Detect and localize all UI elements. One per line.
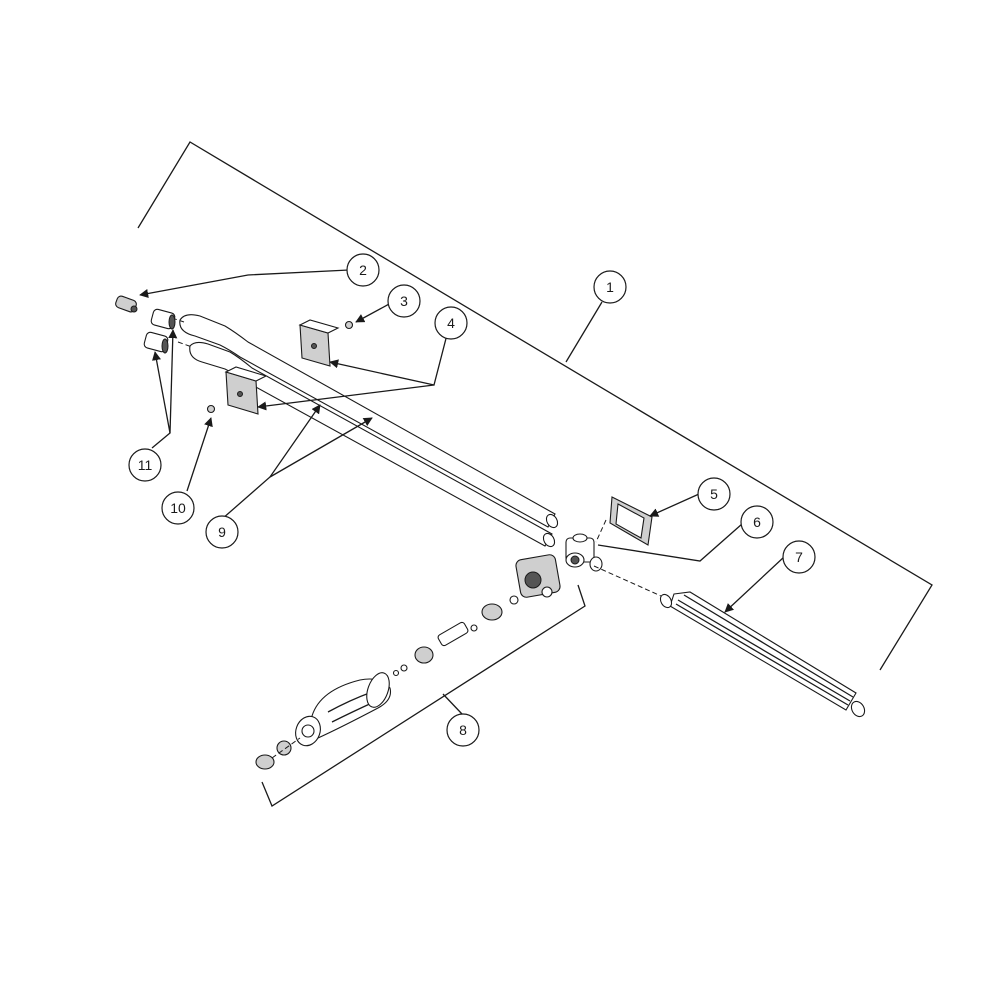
- callout-number: 1: [606, 279, 614, 295]
- callout-number: 2: [359, 262, 367, 278]
- callout-number: 10: [170, 500, 186, 516]
- callout-number: 8: [459, 722, 467, 738]
- nozzle-part-2: [115, 295, 138, 313]
- coupler-part-11: [143, 308, 176, 354]
- callout-c5: 5: [697, 477, 731, 511]
- callout-c11: 11: [128, 448, 162, 482]
- callout-circle: [434, 306, 468, 340]
- callout-number: 6: [753, 514, 761, 530]
- callout-c10: 10: [161, 491, 195, 525]
- callout-c6: 6: [740, 505, 774, 539]
- callout-circle: [446, 713, 480, 747]
- callout-circle: [740, 505, 774, 539]
- callout-circle: [205, 515, 239, 549]
- wand-part-7: [659, 591, 866, 718]
- screw-part-10: [206, 404, 216, 414]
- callout-circle: [697, 477, 731, 511]
- callout-number: 11: [138, 457, 153, 473]
- callout-number: 5: [710, 486, 718, 502]
- assembly-bracket-8: [261, 584, 586, 807]
- cover-plate-part-5: [609, 496, 653, 546]
- callout-c8: 8: [446, 713, 480, 747]
- screw-part-3: [344, 320, 354, 330]
- callout-circle: [346, 253, 380, 287]
- callout-c2: 2: [346, 253, 380, 287]
- callout-number: 9: [218, 524, 226, 540]
- callout-c1: 1: [593, 270, 627, 304]
- callout-c7: 7: [782, 540, 816, 574]
- callout-c9: 9: [205, 515, 239, 549]
- lance-tubes: [171, 314, 559, 548]
- gun-parts-8: [255, 554, 561, 770]
- callout-number: 7: [795, 549, 803, 565]
- callout-circle: [128, 448, 162, 482]
- callout-number: 3: [400, 293, 408, 309]
- callout-circle: [161, 491, 195, 525]
- assembly-bracket-1: [137, 141, 933, 671]
- callout-labels: 1 2 3 4 5 6 7 8 9 10 11: [128, 253, 816, 747]
- leader-lines: [139, 269, 785, 715]
- callout-circle: [387, 284, 421, 318]
- callout-c4: 4: [434, 306, 468, 340]
- callout-c3: 3: [387, 284, 421, 318]
- manifold-part-6: [565, 519, 671, 601]
- callout-circle: [782, 540, 816, 574]
- clamp-bracket-part-4: [224, 319, 340, 415]
- callout-circle: [593, 270, 627, 304]
- callout-number: 4: [447, 315, 455, 331]
